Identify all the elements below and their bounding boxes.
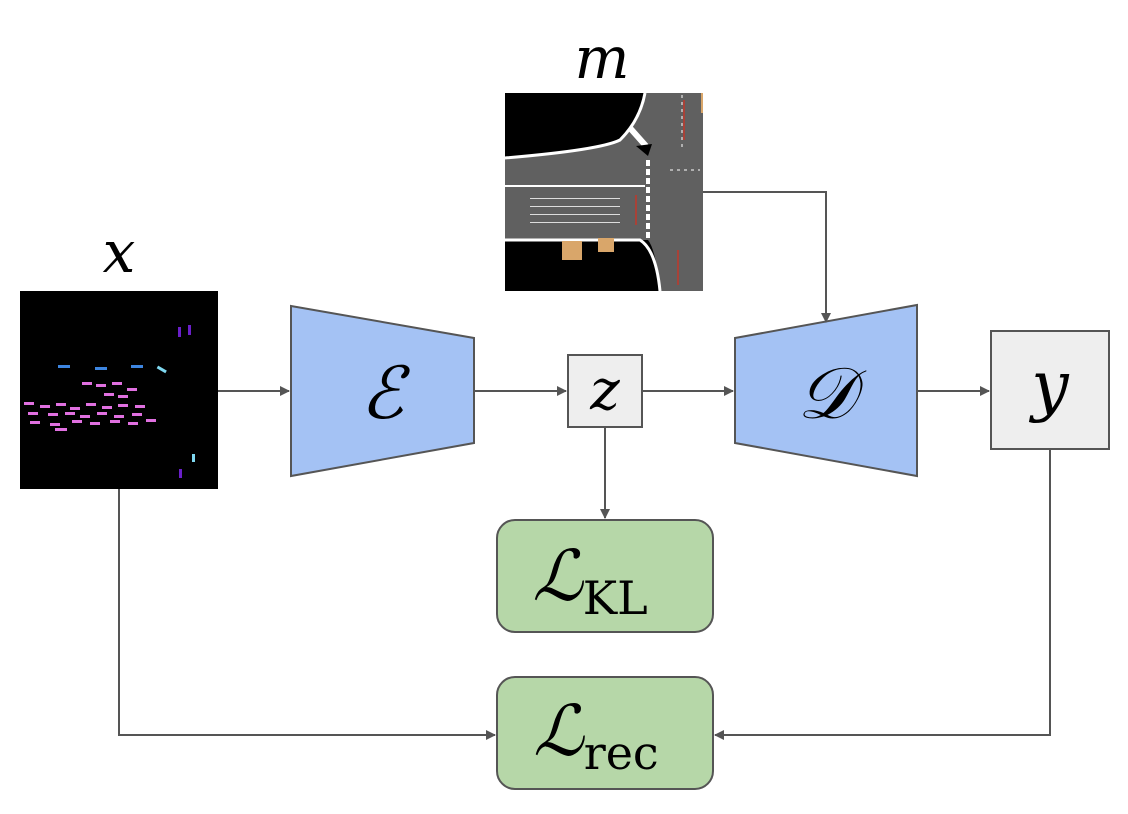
rec-loss-subscript: rec bbox=[584, 726, 659, 780]
arrow-y-to-rec-loss bbox=[714, 449, 1051, 740]
kl-loss-label: ℒKL bbox=[532, 535, 647, 625]
encoder-symbol: ℰ bbox=[360, 351, 410, 435]
kl-loss-symbol: ℒ bbox=[532, 535, 584, 617]
encoder-trapezoid bbox=[290, 304, 475, 478]
input-agents-image bbox=[20, 291, 218, 489]
rec-loss-symbol: ℒ bbox=[533, 690, 585, 772]
kl-loss-box bbox=[496, 519, 714, 633]
output-y-box bbox=[990, 330, 1110, 450]
decoder-trapezoid bbox=[734, 303, 918, 478]
map-image bbox=[504, 92, 703, 292]
rec-loss-box bbox=[496, 676, 714, 790]
latent-z-symbol: z bbox=[589, 358, 620, 423]
input-label-x: x bbox=[103, 218, 136, 286]
rec-loss-label: ℒrec bbox=[533, 690, 658, 780]
arrow-x-to-rec-loss bbox=[118, 489, 496, 740]
output-y-symbol: y bbox=[1028, 347, 1069, 424]
kl-loss-subscript: KL bbox=[583, 571, 648, 625]
map-label-m: m bbox=[575, 24, 630, 92]
arrow-map-to-decoder bbox=[703, 191, 831, 323]
